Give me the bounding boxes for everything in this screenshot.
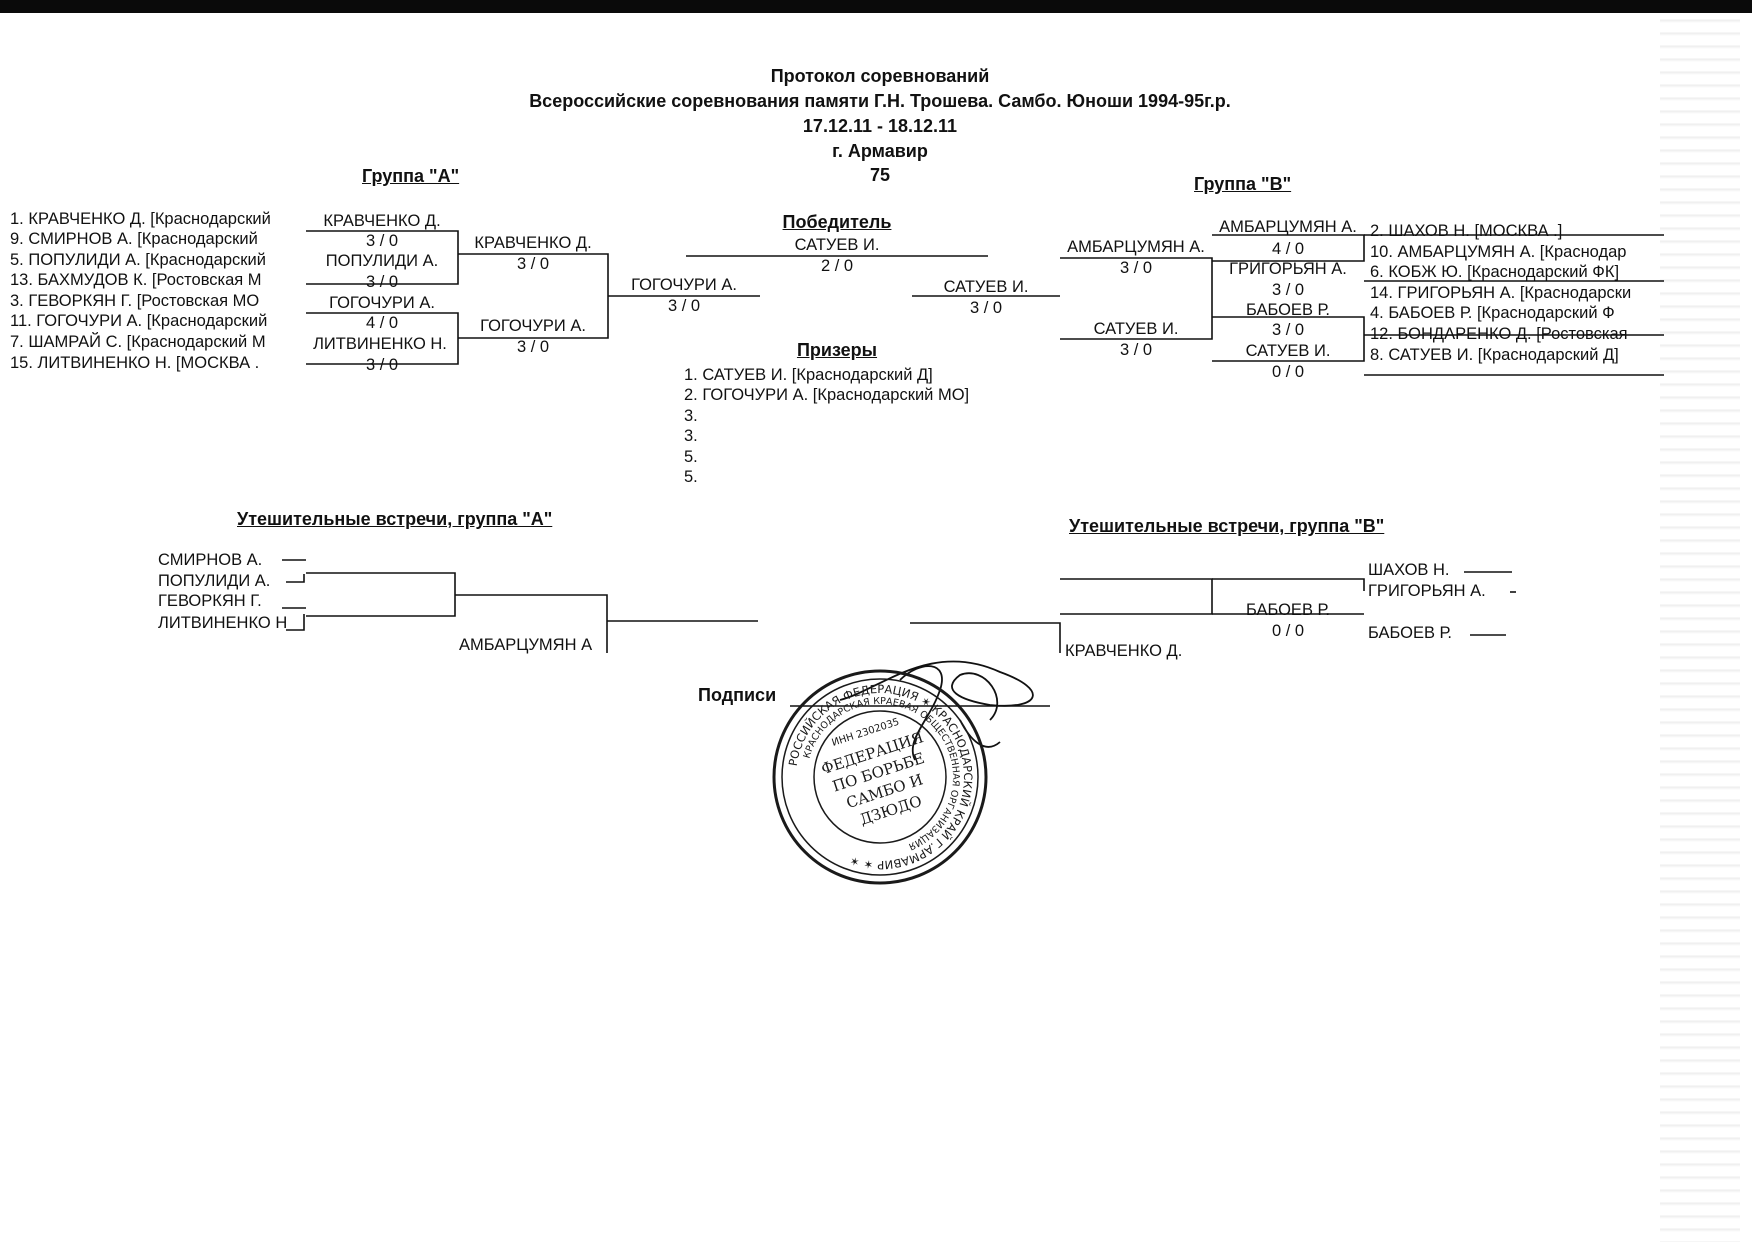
group-a-r1-winner: КРАВЧЕНКО Д.: [323, 212, 441, 230]
group-a-r1-score: 3 / 0: [365, 273, 399, 291]
group-a-r2-score: 3 / 0: [516, 255, 550, 273]
scan-edge-noise: [1660, 10, 1740, 1242]
event-dates: 17.12.11 - 18.12.11: [802, 116, 958, 136]
winner-score: 2 / 0: [820, 257, 854, 275]
group-b-entrant: 8. САТУЕВ И. [Краснодарский Д]: [1370, 346, 1619, 364]
group-b-r1-winner: БАБОЕВ Р.: [1245, 301, 1330, 319]
group-a-entrant: 13. БАХМУДОВ К. [Ростовская М: [10, 271, 262, 289]
group-b-r2-winner: САТУЕВ И.: [1093, 320, 1179, 338]
consolation-a-name: ПОПУЛИДИ А.: [158, 572, 271, 590]
consolation-b-title: Утешительные встречи, группа "В": [1069, 516, 1385, 536]
prizewinner-item: 3.: [684, 407, 698, 425]
group-a-entrant: 1. КРАВЧЕНКО Д. [Краснодарский: [10, 210, 271, 228]
protocol-title: Протокол соревнований: [770, 66, 990, 86]
group-a-entrant: 9. СМИРНОВ А. [Краснодарский: [10, 230, 258, 248]
scan-top-border: [0, 0, 1752, 13]
winner-name: САТУЕВ И.: [794, 236, 880, 254]
group-b-r1-winner: САТУЕВ И.: [1245, 342, 1331, 360]
group-a-r1-score: 4 / 0: [365, 314, 399, 332]
consolation-b-name: ШАХОВ Н.: [1368, 561, 1450, 579]
group-b-entrant: 10. АМБАРЦУМЯН А. [Краснодар: [1370, 243, 1627, 261]
group-b-entrant: 2. ШАХОВ Н. [МОСКВА .]: [1370, 222, 1563, 240]
group-b-entrant: 4. БАБОЕВ Р. [Краснодарский Ф: [1370, 304, 1615, 322]
group-b-r1-score: 4 / 0: [1271, 240, 1305, 258]
group-b-entrant: 6. КОБЖ Ю. [Краснодарский ФК]: [1370, 263, 1620, 281]
group-a-r1-winner: ЛИТВИНЕНКО Н.: [313, 335, 447, 353]
group-a-entrant: 7. ШАМРАЙ С. [Краснодарский М: [10, 333, 266, 351]
group-a-r2-winner: КРАВЧЕНКО Д.: [474, 234, 592, 252]
signature-label: Подписи: [698, 685, 777, 705]
group-b-r1-score: 3 / 0: [1271, 281, 1305, 299]
consolation-a-title: Утешительные встречи, группа "А": [237, 509, 553, 529]
group-b-r1-winner: АМБАРЦУМЯН А.: [1219, 218, 1357, 236]
group-a-final-score: 3 / 0: [667, 297, 701, 315]
consolation-b-semi-score: 0 / 0: [1271, 622, 1305, 640]
consolation-b-semi-winner: БАБОЕВ Р.: [1245, 601, 1330, 619]
group-a-final-winner: ГОГОЧУРИ А.: [631, 276, 737, 294]
group-b-entrant: 12. БОНДАРЕНКО Д. [Ростовская: [1370, 325, 1628, 343]
group-a-r1-winner: ГОГОЧУРИ А.: [329, 294, 435, 312]
consolation-a-name: ЛИТВИНЕНКО Н: [158, 614, 288, 632]
group-b-r1-score: 3 / 0: [1271, 321, 1305, 339]
weight-category: 75: [869, 165, 891, 185]
event-title: Всероссийские соревнования памяти Г.Н. Т…: [529, 91, 1231, 111]
group-b-title: Группа "В": [1194, 174, 1292, 194]
consolation-b-name: БАБОЕВ Р.: [1368, 624, 1453, 642]
group-a-r1-score: 3 / 0: [365, 232, 399, 250]
organization-stamp: РОССИЙСКАЯ ФЕДЕРАЦИЯ ✶ КРАСНОДАРСКИЙ КРА…: [772, 669, 988, 885]
group-b-final-score: 3 / 0: [969, 299, 1003, 317]
consolation-b-name: ГРИГОРЬЯН А.: [1368, 582, 1486, 600]
consolation-a-result: АМБАРЦУМЯН А: [459, 636, 593, 654]
consolation-a-name: ГЕВОРКЯН Г.: [158, 592, 262, 610]
prizewinner-item: 3.: [684, 427, 698, 445]
group-a-entrant: 11. ГОГОЧУРИ А. [Краснодарский: [10, 312, 268, 330]
group-a-r2-score: 3 / 0: [516, 338, 550, 356]
group-a-r1-winner: ПОПУЛИДИ А.: [325, 252, 439, 270]
prizewinners-title: Призеры: [796, 340, 878, 360]
event-city: г. Армавир: [832, 141, 928, 161]
group-a-entrant: 15. ЛИТВИНЕНКО Н. [МОСКВА .: [10, 354, 260, 372]
group-b-r1-winner: ГРИГОРЬЯН А.: [1229, 260, 1347, 278]
prizewinner-item: 5.: [684, 468, 698, 486]
group-b-r2-winner: АМБАРЦУМЯН А.: [1067, 238, 1205, 256]
group-a-title: Группа "А": [362, 166, 460, 186]
prizewinner-item: 1. САТУЕВ И. [Краснодарский Д]: [684, 366, 933, 384]
group-b-r2-score: 3 / 0: [1119, 341, 1153, 359]
prizewinner-item: 5.: [684, 448, 698, 466]
prizewinner-item: 2. ГОГОЧУРИ А. [Краснодарский МО]: [684, 386, 970, 404]
group-a-r1-score: 3 / 0: [365, 356, 399, 374]
winner-title: Победитель: [782, 212, 892, 232]
group-b-entrant: 14. ГРИГОРЬЯН А. [Краснодарски: [1370, 284, 1632, 302]
group-a-entrant: 5. ПОПУЛИДИ А. [Краснодарский: [10, 251, 266, 269]
group-a-entrant: 3. ГЕВОРКЯН Г. [Ростовская МО: [10, 292, 260, 310]
group-b-r1-score: 0 / 0: [1271, 363, 1305, 381]
group-b-r2-score: 3 / 0: [1119, 259, 1153, 277]
group-b-final-winner: САТУЕВ И.: [943, 278, 1029, 296]
group-a-r2-winner: ГОГОЧУРИ А.: [480, 317, 586, 335]
consolation-b-result: КРАВЧЕНКО Д.: [1065, 642, 1183, 660]
consolation-a-name: СМИРНОВ А.: [158, 551, 263, 569]
